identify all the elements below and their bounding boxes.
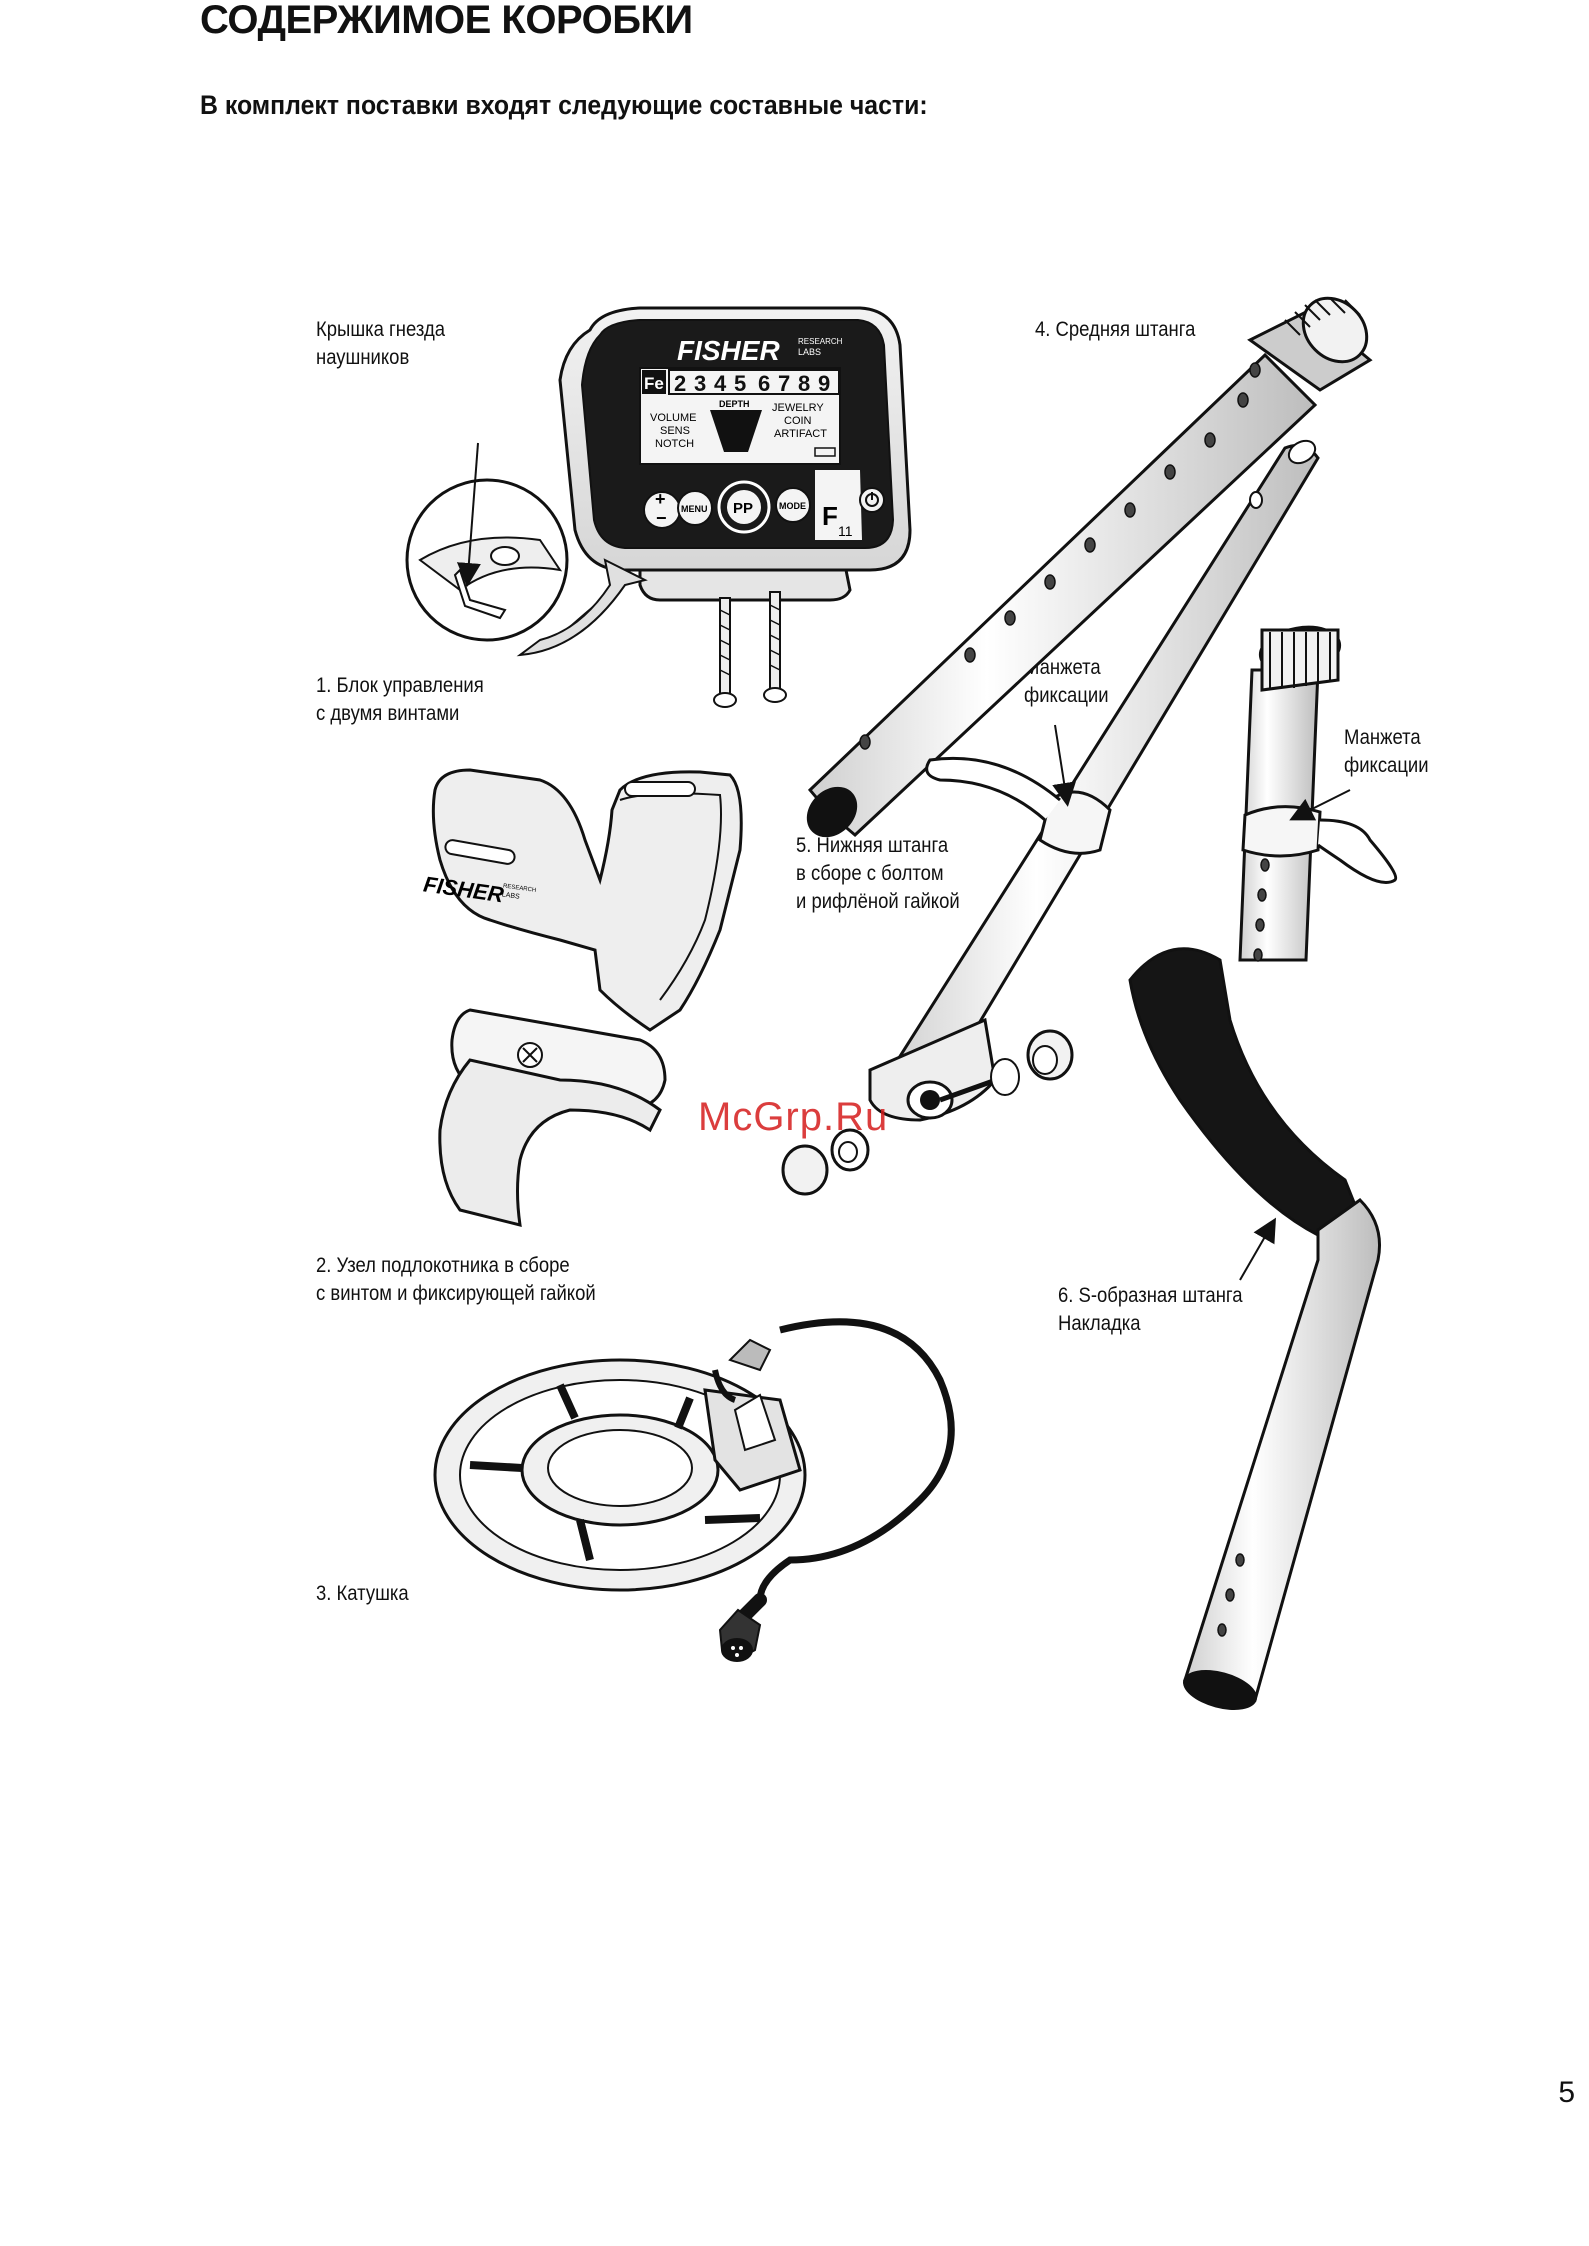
svg-text:6: 6 xyxy=(758,371,770,396)
svg-text:NOTCH: NOTCH xyxy=(655,438,694,450)
svg-text:RESEARCH: RESEARCH xyxy=(798,337,843,346)
svg-text:5: 5 xyxy=(734,371,746,396)
label-coil: 3. Катушка xyxy=(316,1582,409,1605)
middle-rod xyxy=(806,296,1373,838)
lcd-digits: 2 3 4 5 6 7 8 9 xyxy=(668,369,840,396)
svg-text:PP: PP xyxy=(733,500,753,517)
svg-text:2: 2 xyxy=(674,371,686,396)
s-rod xyxy=(1128,625,1398,1710)
svg-text:MENU: MENU xyxy=(681,504,708,514)
pointer-arrow-cuff-1 xyxy=(1052,724,1076,807)
svg-text:SENS: SENS xyxy=(660,425,690,437)
svg-text:Fe: Fe xyxy=(644,374,664,393)
label-control-box: 1. Блок управления с двумя винтами xyxy=(316,674,484,725)
pointer-arrow-grip xyxy=(1239,1217,1276,1281)
power-button[interactable] xyxy=(859,487,885,513)
svg-text:RESEARCH: RESEARCH xyxy=(503,883,537,894)
menu-button[interactable]: MENU xyxy=(677,490,713,526)
headphone-jack-detail xyxy=(405,478,648,657)
rod-end-cap xyxy=(1247,296,1373,392)
svg-text:11: 11 xyxy=(838,523,853,539)
svg-text:LABS: LABS xyxy=(798,347,821,357)
label-armrest: 2. Узел подлокотника в сборе с винтом и … xyxy=(316,1254,596,1305)
mode-button[interactable]: MODE xyxy=(775,487,811,523)
watermark: McGrp.Ru xyxy=(698,1095,889,1139)
svg-text:9: 9 xyxy=(818,371,830,396)
svg-text:3: 3 xyxy=(694,371,706,396)
svg-text:LABS: LABS xyxy=(501,891,520,900)
plus-minus-button[interactable]: + − xyxy=(643,489,681,529)
pointer-arrow xyxy=(456,442,481,587)
label-headphone-cover: Крышка гнезда наушников xyxy=(316,318,446,369)
label-middle-rod: 4. Средняя штанга xyxy=(1035,318,1196,341)
svg-text:4: 4 xyxy=(714,371,727,396)
armrest: FISHER RESEARCH LABS xyxy=(422,768,743,1227)
control-box: FISHER RESEARCH LABS Fe 2 3 4 5 6 7 8 9 … xyxy=(405,306,912,708)
svg-text:+: + xyxy=(655,489,666,509)
foam-grip xyxy=(1128,947,1357,1237)
label-cuff-lock-2: Манжета фиксации xyxy=(1344,726,1429,777)
page-title: СОДЕРЖИМОЕ КОРОБКИ xyxy=(200,0,693,42)
knurled-nut-icon xyxy=(781,1029,1074,1196)
label-cuff-lock-1: Манжета фиксации xyxy=(1024,656,1109,707)
pp-button[interactable]: PP xyxy=(717,480,771,534)
svg-text:ARTIFACT: ARTIFACT xyxy=(774,428,827,440)
label-lower-rod: 5. Нижняя штанга в сборе с болтом и рифл… xyxy=(796,834,960,913)
page-number: 5 xyxy=(1558,2076,1575,2109)
svg-text:8: 8 xyxy=(798,371,810,396)
svg-text:COIN: COIN xyxy=(784,415,812,427)
svg-text:−: − xyxy=(656,508,667,528)
svg-text:7: 7 xyxy=(778,371,790,396)
svg-text:JEWELRY: JEWELRY xyxy=(772,402,824,414)
page-subtitle: В комплект поставки входят следующие сос… xyxy=(200,90,928,120)
search-coil xyxy=(433,1318,955,1662)
lower-rod xyxy=(781,439,1320,1196)
device-brand: FISHER xyxy=(677,335,780,366)
svg-text:F: F xyxy=(822,501,838,531)
label-s-rod: 6. S-образная штанга Накладка xyxy=(1058,1284,1243,1335)
screw-icon xyxy=(713,591,787,708)
svg-text:DEPTH: DEPTH xyxy=(719,399,750,409)
pointer-arrow-cuff-2 xyxy=(1289,789,1351,821)
svg-text:MODE: MODE xyxy=(779,501,806,511)
svg-text:VOLUME: VOLUME xyxy=(650,412,696,424)
